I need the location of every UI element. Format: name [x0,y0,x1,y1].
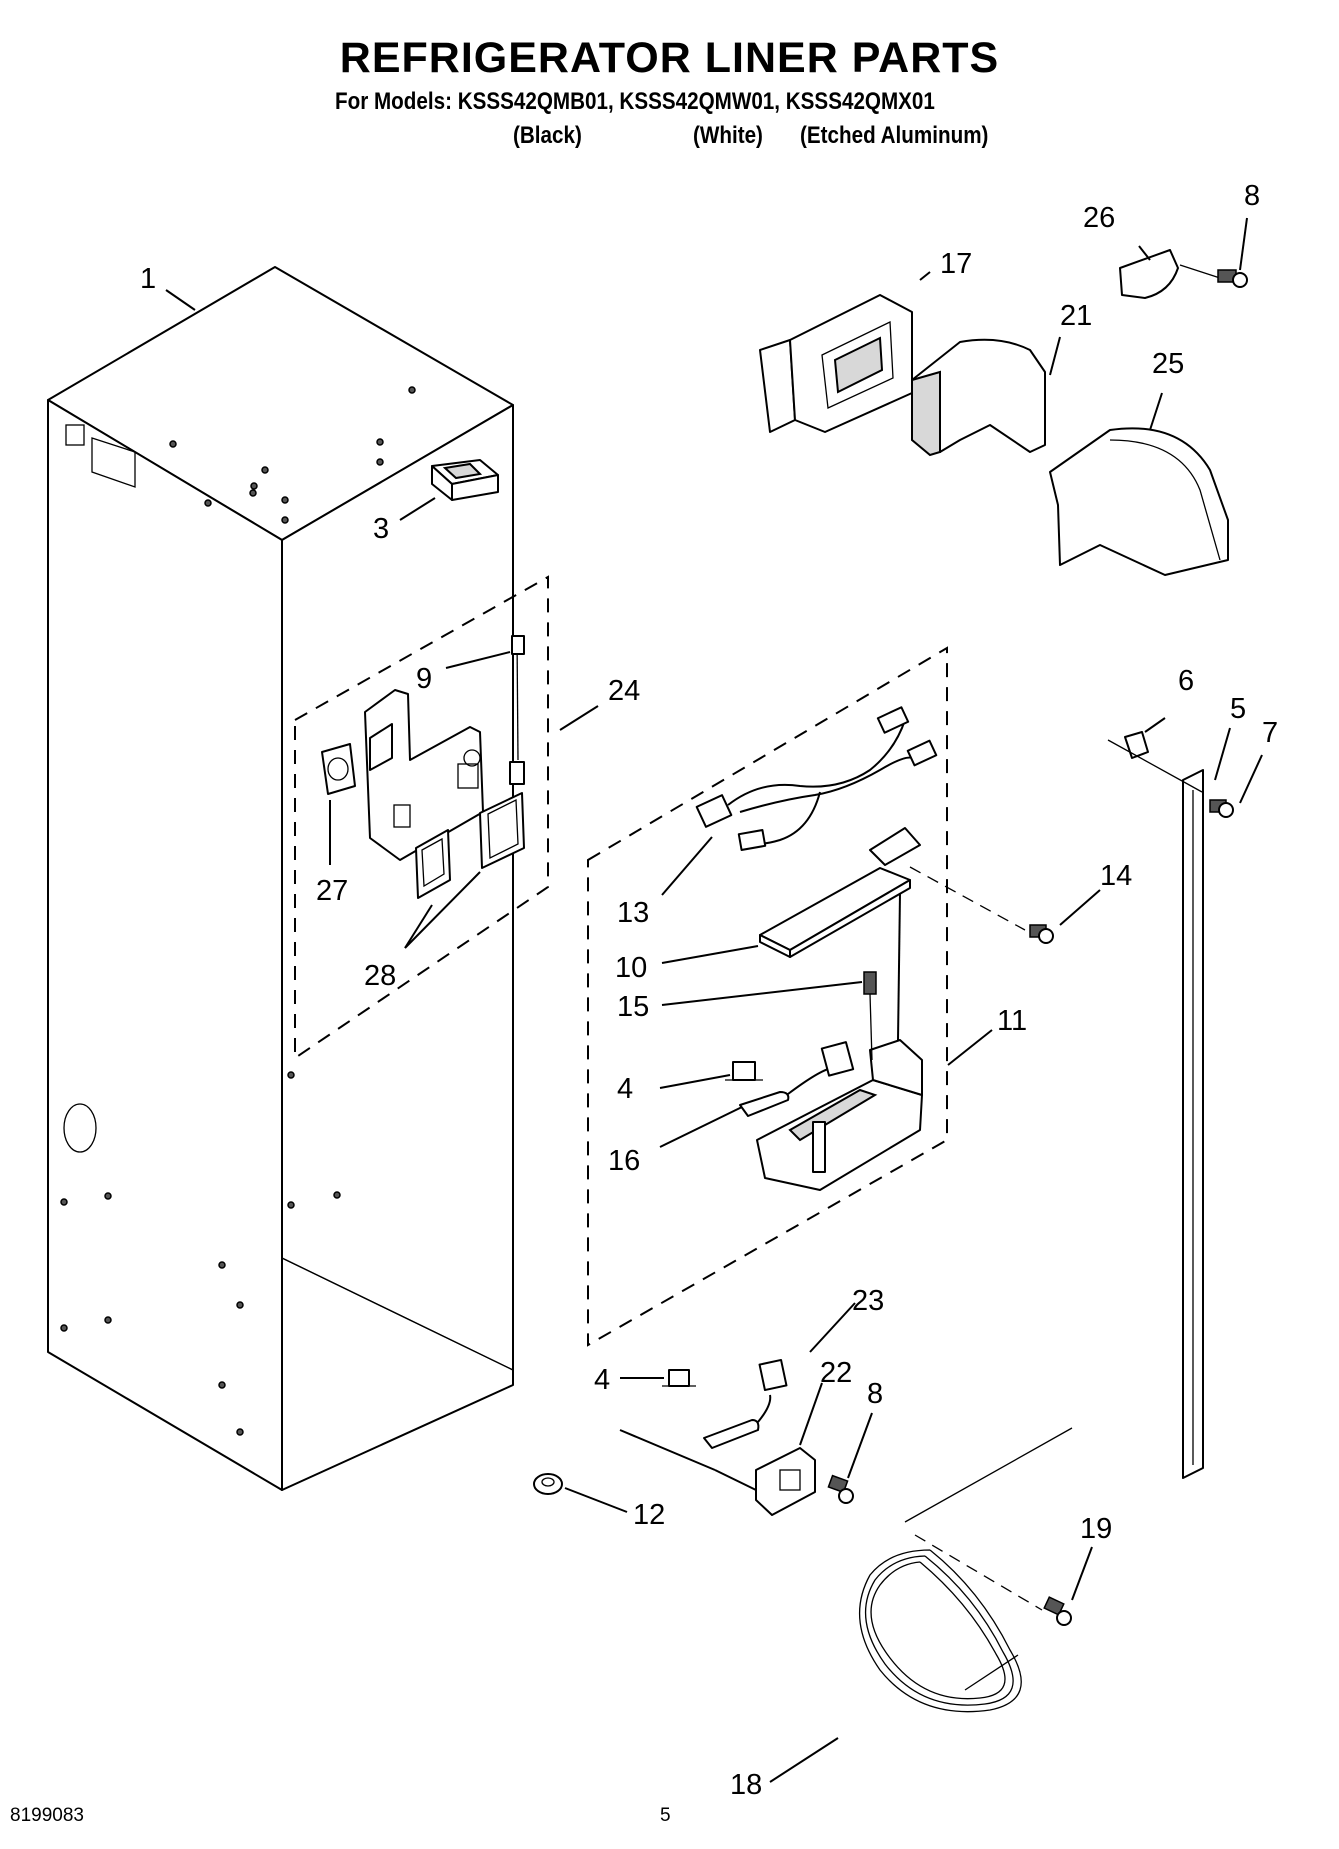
part-7-screw [1107,739,1234,818]
callout-5: 5 [1230,693,1246,725]
part-26-clip [1119,249,1221,299]
callout-labels: 1 3 4 4 5 6 7 8 8 9 10 11 12 13 14 15 16… [140,180,1278,1801]
callout-11: 11 [997,1005,1027,1037]
callout-15: 15 [617,991,649,1023]
callout-26: 26 [1083,202,1115,234]
callout-4-upper: 4 [617,1073,633,1105]
callout-24: 24 [608,675,640,707]
callout-18: 18 [730,1769,762,1801]
part-4-clip-upper [725,1061,763,1081]
callout-19: 19 [1080,1513,1112,1545]
callout-12: 12 [633,1499,665,1531]
variant-white: (White) [693,122,763,149]
callout-3: 3 [373,513,389,545]
callout-27: 27 [316,875,348,907]
part-4-clip-lower [662,1369,696,1387]
variant-black: (Black) [513,122,582,149]
part-22-switch [619,1429,816,1516]
part-3-block [431,459,499,501]
part-21-air-duct [911,338,1046,457]
part-14-screw [909,866,1054,944]
part-17-fan-shroud [759,294,913,433]
callout-22: 22 [820,1357,852,1389]
callout-21: 21 [1060,300,1092,332]
part-8-screw-lower [827,1474,854,1504]
callout-8-top: 8 [1244,180,1260,212]
page-title: REFRIGERATOR LINER PARTS [339,34,1000,82]
group-11-outline [587,646,948,1347]
callout-8-lower: 8 [867,1378,883,1410]
callout-28: 28 [364,960,396,992]
screw-8-top [1217,269,1248,288]
callout-25: 25 [1152,348,1184,380]
models-line: For Models: KSSS42QMB01, KSSS42QMW01, KS… [335,88,935,115]
callout-17: 17 [940,248,972,280]
callout-14: 14 [1100,860,1132,892]
part-16-sensor [739,1041,855,1117]
part-10-bracket [759,827,921,1041]
cabinet-liner [47,266,514,1492]
callout-23: 23 [852,1285,884,1317]
part-15-screw [863,971,877,1061]
part-18-tubing [859,1427,1073,1713]
group-24-outline [294,575,549,1060]
callout-6: 6 [1178,665,1194,697]
doc-number: 8199083 [10,1805,84,1826]
control-housing [321,635,525,899]
callout-16: 16 [608,1145,640,1177]
part-12-grommet [533,1473,563,1495]
callout-4-lower: 4 [594,1364,610,1396]
part-19-screw [1043,1596,1072,1626]
part-6-stop [1124,731,1149,759]
part-5-shelf-ladder [1182,769,1204,1479]
callout-10: 10 [615,952,647,984]
leader-lines [165,217,1263,1783]
callout-9: 9 [416,663,432,695]
part-13-wire-harness [695,706,938,851]
callout-13: 13 [617,897,649,929]
page-number: 5 [660,1805,671,1826]
variant-etched-aluminum: (Etched Aluminum) [800,122,989,149]
part-11-housing [756,1039,923,1191]
part-23-sensor [703,1358,788,1449]
part-25-air-duct [1049,427,1229,576]
callout-7: 7 [1262,717,1278,749]
callout-1: 1 [140,263,156,295]
